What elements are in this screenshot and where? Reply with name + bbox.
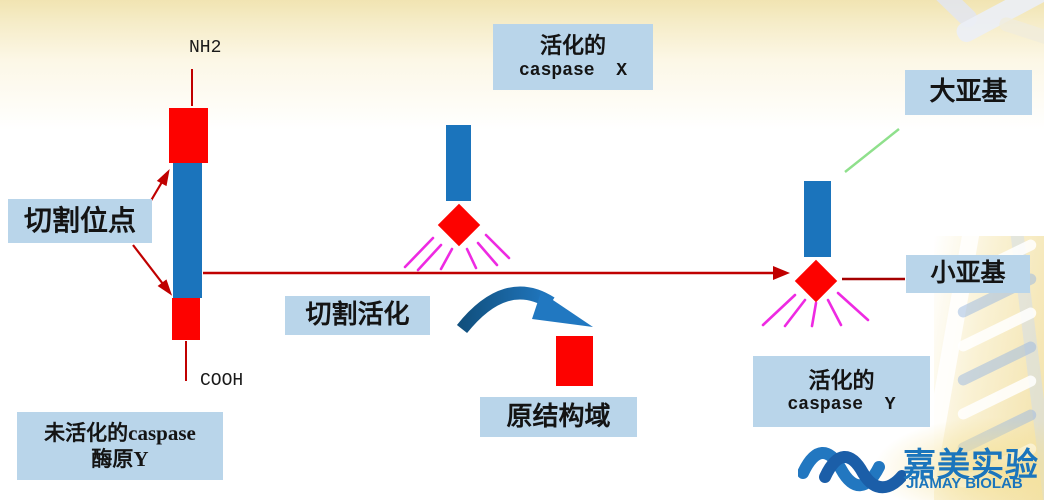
inactive-caspase-line1: 未活化的caspase xyxy=(44,420,196,445)
logo-chinese-name: 嘉美实验 xyxy=(903,446,1039,483)
activated-caspase-y-label: 活化的 caspase Y xyxy=(753,356,930,427)
small-subunit-segment xyxy=(172,298,200,340)
activated-caspase-y-line1: 活化的 xyxy=(808,367,875,393)
logo-english-name: JIAMAY BIOLAB xyxy=(906,475,1023,492)
large-subunit-pointer-line xyxy=(844,128,900,173)
large-subunit-label: 大亚基 xyxy=(905,70,1032,115)
large-subunit-segment xyxy=(173,163,202,298)
caspase-x-subunit-bar xyxy=(446,125,471,201)
cleavage-activation-label: 切割活化 xyxy=(285,296,430,335)
activation-rays-x xyxy=(403,233,511,272)
activated-caspase-x-label: 活化的 caspase X xyxy=(493,24,653,90)
activation-rays-y xyxy=(761,291,870,328)
activated-caspase-y-line2: caspase Y xyxy=(787,395,896,415)
activated-caspase-x-line2: caspase X xyxy=(518,60,628,81)
prodomain-segment xyxy=(169,108,208,163)
logo-wave-icon xyxy=(798,447,906,494)
cleavage-curved-arrow xyxy=(456,286,593,334)
inactive-caspase-line2: 酶原Y xyxy=(91,447,149,471)
caspase-y-subunit-bar xyxy=(804,181,831,257)
inactive-caspase-label: 未活化的caspase 酶原Y xyxy=(17,412,223,480)
nh2-terminus-label: NH2 xyxy=(189,38,222,58)
activation-flow-arrow xyxy=(203,266,790,280)
cleavage-site-label: 切割位点 xyxy=(8,199,152,243)
activated-caspase-x-line1: 活化的 xyxy=(539,33,606,58)
released-prodomain-square xyxy=(556,336,593,386)
small-subunit-label: 小亚基 xyxy=(906,255,1030,293)
cooh-terminus-label: COOH xyxy=(200,371,244,391)
prodomain-label: 原结构域 xyxy=(480,397,637,437)
